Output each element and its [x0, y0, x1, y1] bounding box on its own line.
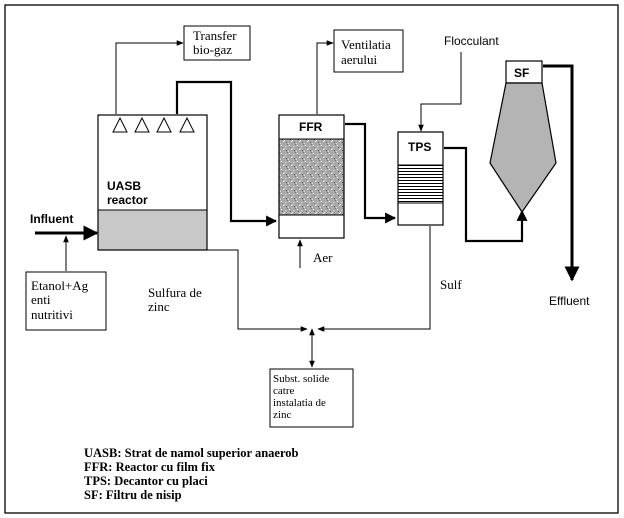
- ffr-reactor: FFR: [278, 114, 345, 239]
- ventilation-line: [316, 40, 334, 114]
- tps-label: TPS: [408, 140, 431, 154]
- transfer-biogaz-box: [183, 25, 251, 61]
- sulf-label: Sulf: [440, 277, 462, 292]
- legend-item: FFR: Reactor cu film fix: [84, 460, 216, 474]
- sulfura-line1: Sulfura de: [148, 285, 202, 300]
- etanol-box: [25, 271, 107, 331]
- gas-collector-icon: [134, 116, 150, 133]
- legend-item: UASB: Strat de namol superior anaerob: [84, 446, 299, 460]
- flocculant-label: Flocculant: [444, 34, 499, 48]
- legend-item: TPS: Decantor cu placi: [84, 474, 208, 488]
- ffr-to-tps-line: [345, 122, 397, 224]
- tps-body: [397, 131, 444, 226]
- legend-item: SF: Filtru de nisip: [84, 488, 182, 502]
- etanol-line3: nutritivi: [31, 307, 73, 322]
- tps-decanter: TPS: [397, 131, 444, 226]
- outer-frame: [4, 4, 619, 514]
- ffr-media: [279, 139, 344, 215]
- solide-line3: instalatia de: [273, 397, 326, 409]
- uasb-body: [97, 114, 208, 251]
- tps-to-sf-line: [444, 146, 528, 243]
- uasb-sludge-line-out: [207, 249, 308, 332]
- influent-label: Influent: [30, 212, 73, 226]
- uasb-label-line2: reactor: [107, 193, 148, 207]
- etanol-line1: Etanol+Ag: [31, 278, 89, 293]
- tps-plates: [398, 165, 443, 203]
- ventilatia-box: [333, 29, 404, 73]
- flocculant-line: [418, 52, 462, 132]
- uasb-reactor: UASB reactor: [97, 114, 208, 251]
- solide-line1: Subst. solide: [273, 373, 329, 385]
- legend: UASB: Strat de namol superior anaerob FF…: [84, 446, 299, 502]
- transfer-line2: bio-gaz: [193, 42, 232, 57]
- sf-label: SF: [514, 66, 529, 80]
- solide-box: [269, 368, 354, 428]
- etanol-line2: enti: [31, 292, 51, 307]
- gas-collector-icon: [112, 116, 128, 133]
- sulfura-line2: zinc: [148, 299, 170, 314]
- uasb-to-ffr-line: [175, 80, 278, 227]
- ffr-label: FFR: [299, 120, 323, 134]
- gas-collector-icon: [156, 116, 172, 133]
- aer-label: Aer: [313, 250, 333, 265]
- transfer-line1: Transfer: [193, 28, 237, 43]
- effluent-label: Effluent: [549, 294, 590, 308]
- tps-sulf-line: [317, 226, 431, 332]
- uasb-label-line1: UASB: [107, 179, 141, 193]
- ffr-body: [278, 114, 345, 239]
- biogas-line: [115, 40, 184, 114]
- ventilatia-line1: Ventilatia: [341, 37, 391, 52]
- ventilatia-line2: aerului: [341, 52, 377, 67]
- effluent-line: [543, 64, 580, 282]
- uasb-sludge-layer: [98, 210, 207, 250]
- sf-cone: [489, 82, 557, 214]
- gas-collector-icon: [179, 116, 195, 133]
- solide-line2: catre: [273, 385, 294, 397]
- solide-line4: zinc: [273, 409, 291, 421]
- sand-filter: SF: [489, 60, 557, 214]
